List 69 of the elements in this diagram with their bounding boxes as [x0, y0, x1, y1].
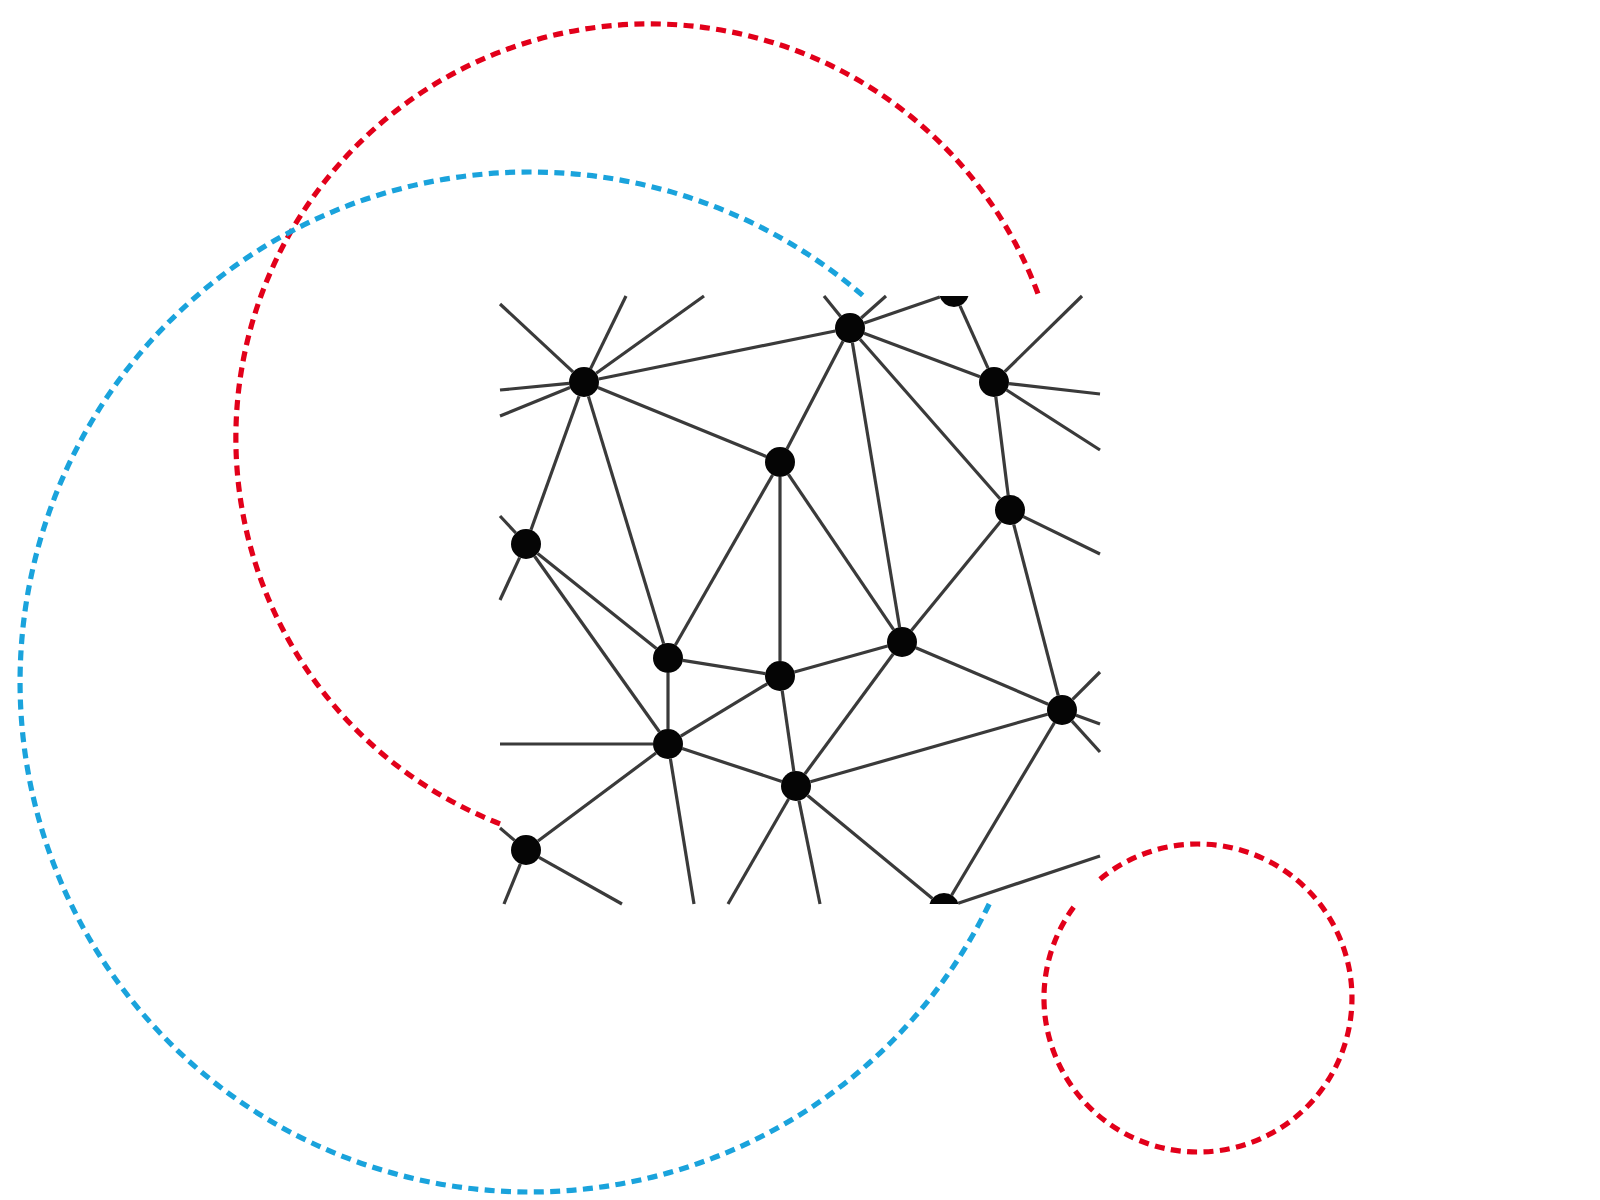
- connector-line: [950, 722, 1056, 896]
- connector-line: [682, 658, 766, 676]
- connector-line: [538, 856, 623, 906]
- connector-line: [1008, 382, 1101, 396]
- connector-line: [589, 295, 628, 370]
- connector-line: [666, 673, 670, 729]
- connector-line: [858, 338, 1002, 500]
- connector-line: [529, 395, 581, 531]
- connector-line: [536, 552, 658, 650]
- connector-line: [1075, 713, 1101, 726]
- network-node: [511, 529, 541, 559]
- connector-line: [787, 473, 895, 631]
- connector-line: [863, 295, 941, 325]
- network-node: [511, 835, 541, 865]
- connector-line: [957, 854, 1101, 905]
- connector-line: [668, 758, 696, 905]
- connector-line: [778, 477, 782, 661]
- connector-line: [793, 644, 889, 674]
- connector-line: [498, 514, 517, 535]
- connector-line: [780, 690, 796, 772]
- connector-line: [958, 305, 990, 369]
- network-node: [979, 367, 1009, 397]
- connector-line: [822, 295, 842, 318]
- connector-line: [674, 474, 774, 646]
- connector-line: [499, 381, 570, 392]
- network-node: [569, 367, 599, 397]
- network-node: [653, 643, 683, 673]
- network-node: [939, 296, 969, 307]
- network-node: [765, 447, 795, 477]
- connector-line: [586, 395, 666, 645]
- connector-line: [679, 682, 769, 738]
- network-node: [887, 627, 917, 657]
- network-node: [781, 771, 811, 801]
- connector-line: [498, 826, 516, 842]
- connector-line: [915, 646, 1049, 706]
- connector-line: [797, 800, 822, 905]
- connector-line: [1071, 670, 1102, 701]
- connector-line: [910, 520, 1002, 632]
- connector-line: [803, 653, 895, 775]
- network-node: [765, 661, 795, 691]
- connector-line: [1005, 388, 1101, 452]
- connector-line: [499, 386, 571, 418]
- network-node: [653, 729, 683, 759]
- network-node: [1047, 695, 1077, 725]
- network-node: [929, 893, 959, 904]
- connector-line: [498, 302, 575, 373]
- connector-line: [860, 294, 888, 320]
- connector-line: [726, 798, 790, 905]
- connector-line: [537, 751, 657, 843]
- connector-line: [595, 294, 705, 375]
- network-node: [995, 495, 1025, 525]
- connector-line: [1003, 294, 1084, 373]
- connector-line: [785, 340, 845, 450]
- connector-line: [498, 556, 522, 601]
- connector-line: [863, 331, 981, 379]
- connector-line: [1070, 720, 1102, 754]
- connector-line: [533, 555, 661, 733]
- connector-line: [500, 742, 653, 746]
- connector-line: [1012, 524, 1060, 696]
- connector-line: [809, 712, 1049, 784]
- connector-line: [598, 329, 836, 381]
- connector-line: [994, 396, 1010, 496]
- connector-line: [806, 794, 934, 900]
- connector-line: [681, 747, 783, 783]
- network-node: [835, 313, 865, 343]
- connector-line: [597, 386, 767, 458]
- connector-line: [850, 342, 902, 628]
- connector-line: [502, 863, 522, 905]
- connector-line: [1022, 515, 1101, 556]
